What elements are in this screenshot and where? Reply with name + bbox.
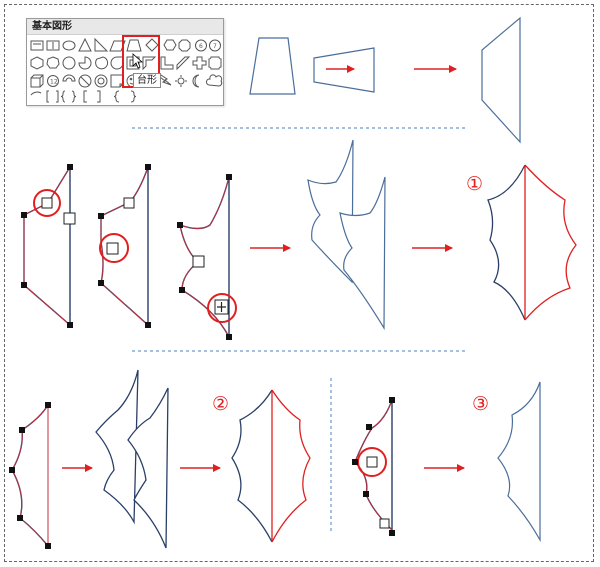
dodecagon-icon[interactable] — [62, 56, 76, 70]
cube-icon[interactable] — [30, 74, 44, 88]
half-leaf-shape — [497, 381, 541, 543]
donut-icon[interactable] — [94, 74, 108, 88]
shapes-icon-grid: 6 7 12 — [30, 35, 223, 103]
svg-text:12: 12 — [50, 79, 58, 86]
right-triangle-icon[interactable] — [94, 37, 109, 52]
half-frame-icon[interactable] — [142, 56, 157, 71]
svg-text:6: 6 — [199, 43, 203, 50]
right-bracket-icon[interactable] — [97, 90, 101, 103]
duplicated-shapes — [307, 139, 386, 331]
pie-icon[interactable] — [78, 56, 92, 70]
heptagon-icon[interactable] — [30, 56, 44, 70]
figure-frame — [4, 4, 594, 562]
diamond-icon[interactable] — [145, 38, 159, 52]
edit-points-step-2 — [98, 164, 151, 328]
move-cursor-icon — [214, 299, 229, 315]
double-brace-icon[interactable] — [60, 90, 77, 103]
sun-icon[interactable] — [175, 75, 187, 87]
arc-icon[interactable] — [30, 91, 42, 96]
chord-icon[interactable] — [95, 56, 109, 70]
trapezoid-shape — [249, 37, 296, 95]
shapes-gallery-title: 基本図形 — [27, 19, 223, 35]
double-bracket-icon[interactable] — [46, 90, 59, 103]
shapes-gallery: 基本図形 6 7 — [26, 18, 224, 106]
l-shape-icon[interactable] — [160, 56, 174, 70]
plus-icon[interactable] — [192, 56, 207, 70]
plaque-icon[interactable] — [208, 56, 222, 70]
rotated-trapezoid-shape — [313, 47, 375, 93]
edit-points-step-5 — [352, 397, 395, 536]
right-brace-icon[interactable] — [130, 90, 137, 103]
edit-points-step-4 — [9, 402, 51, 549]
number-circle-icon[interactable]: 12 — [47, 75, 59, 87]
cloud-icon[interactable] — [205, 74, 223, 87]
left-bracket-icon[interactable] — [83, 90, 87, 103]
narrow-trapezoid-shape — [481, 16, 521, 144]
moon-icon[interactable] — [192, 74, 200, 88]
shape-tooltip: 台形 — [133, 73, 161, 88]
decagon-icon[interactable] — [46, 56, 60, 69]
step-label-3: ③ — [472, 393, 489, 415]
highlight-circle — [33, 189, 61, 217]
duplicated-shapes-2 — [95, 369, 169, 549]
number-circle-icon[interactable]: 7 — [209, 39, 221, 52]
highlight-circle — [207, 293, 237, 323]
trapezoid-icon[interactable] — [126, 39, 142, 52]
text-box-icon[interactable] — [30, 40, 44, 51]
edit-points-step-1 — [21, 164, 76, 328]
holly-leaf-shape-1 — [487, 164, 577, 321]
parallelogram-icon[interactable] — [109, 40, 126, 52]
hexagon-icon[interactable] — [163, 39, 177, 51]
step-label-2: ② — [212, 393, 229, 415]
oval-icon[interactable] — [62, 40, 76, 51]
svg-text:7: 7 — [213, 43, 217, 50]
edit-points-step-3 — [177, 174, 237, 340]
holly-leaf-shape-2 — [231, 389, 311, 543]
vertical-text-box-icon[interactable] — [46, 40, 60, 51]
diagonal-stripe-icon[interactable] — [176, 56, 191, 71]
number-circle-icon[interactable]: 6 — [195, 39, 207, 52]
no-symbol-icon[interactable] — [78, 74, 92, 88]
triangle-icon[interactable] — [78, 37, 92, 52]
left-brace-icon[interactable] — [113, 90, 120, 103]
octagon-icon[interactable] — [178, 39, 191, 52]
step-label-1: ① — [466, 173, 483, 195]
blocked-arc-icon[interactable] — [62, 74, 76, 82]
highlight-circle — [99, 233, 129, 263]
mouse-cursor-icon — [132, 53, 144, 69]
